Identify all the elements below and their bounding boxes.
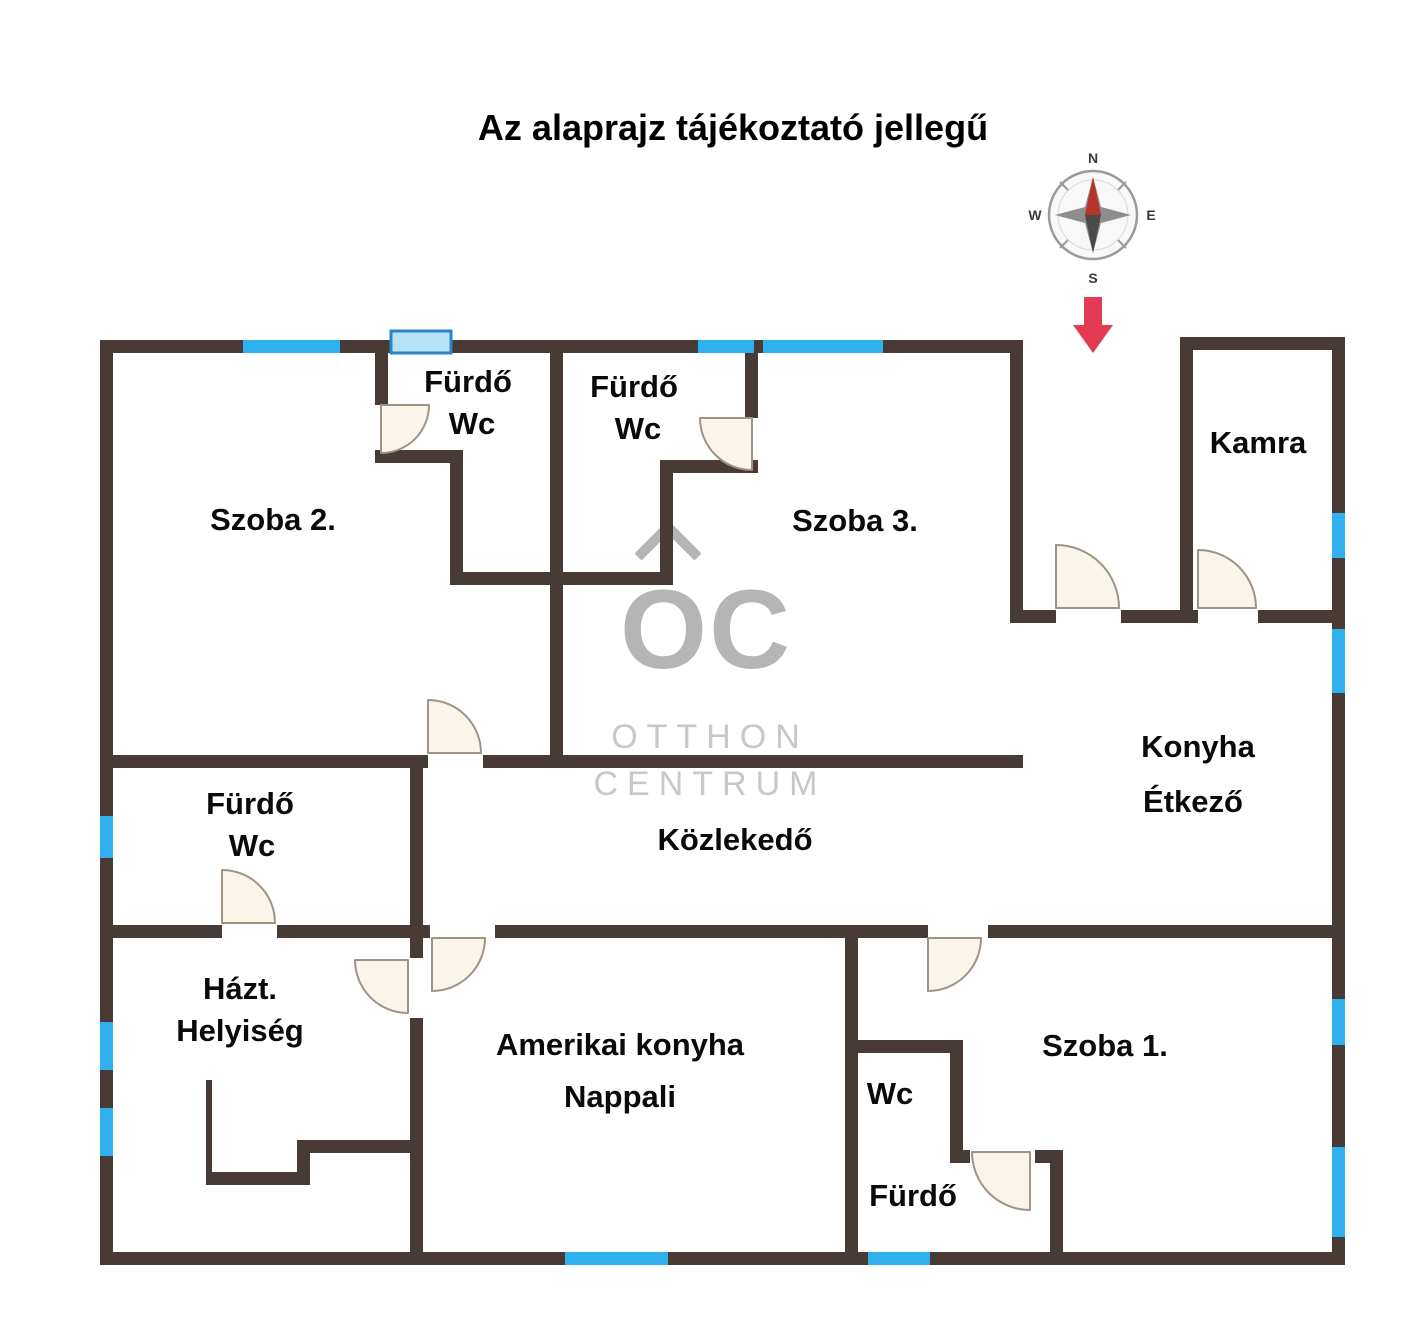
window-segment <box>1332 629 1345 693</box>
compass-tick <box>1117 181 1127 191</box>
wall-segment <box>483 755 1023 768</box>
wall-segment-thin <box>206 1080 212 1178</box>
window-segment <box>100 816 113 858</box>
entrance-arrow-icon <box>1073 297 1113 353</box>
room-label-szoba1: Szoba 1. <box>1042 1028 1168 1063</box>
wall-segment <box>100 1252 1345 1265</box>
room-label-hazt-1: Házt. <box>203 971 277 1006</box>
wall-segment <box>550 572 673 585</box>
door-arc <box>927 937 982 992</box>
room-label-furdo-bottom: Fürdő <box>869 1178 957 1213</box>
wall-segment <box>297 1140 413 1153</box>
window-segment <box>763 340 883 353</box>
room-label-kamra: Kamra <box>1210 425 1307 460</box>
window-segment <box>1332 999 1345 1045</box>
wall-segment <box>100 925 222 938</box>
doors <box>221 404 1257 1211</box>
window-segment <box>243 340 340 353</box>
window-segment <box>868 1252 930 1265</box>
room-label-furdo-top-left-1: Fürdő <box>424 364 512 399</box>
window-segment <box>100 1108 113 1156</box>
compass-e: E <box>1146 207 1155 223</box>
wall-segment <box>1010 340 1023 623</box>
wall-segment <box>1035 1150 1050 1163</box>
room-label-nappali-1: Amerikai konyha <box>496 1027 745 1062</box>
room-labels: Szoba 2. Fürdő Wc Fürdő Wc Szoba 3. Kamr… <box>176 364 1307 1213</box>
wall-segment <box>845 925 858 1265</box>
watermark-logo: OC OTTHON CENTRUM <box>594 519 827 803</box>
wall-segment <box>950 1040 963 1163</box>
door-arc <box>427 699 482 754</box>
door-arc <box>971 1151 1031 1211</box>
wall-segment <box>1180 337 1345 350</box>
wall-segment <box>1180 337 1193 623</box>
room-label-furdo-mid-1: Fürdő <box>206 786 294 821</box>
compass-tick <box>1117 239 1127 249</box>
wall-segment <box>450 572 563 585</box>
room-label-furdo-top-mid-2: Wc <box>615 411 662 446</box>
room-label-konyha-2: Étkező <box>1143 784 1243 819</box>
wall-segment <box>950 1150 970 1163</box>
wall-segment <box>1258 610 1345 623</box>
watermark-logo-text: OC <box>620 567 792 692</box>
door-arc-entrance <box>1055 544 1120 609</box>
compass-tick <box>1059 181 1069 191</box>
room-label-furdo-mid-2: Wc <box>229 828 276 863</box>
room-label-nappali-2: Nappali <box>564 1079 676 1114</box>
wall-segment <box>375 450 463 463</box>
wall-segment <box>1010 610 1056 623</box>
wall-segment <box>495 925 928 938</box>
compass-needle-north <box>1085 177 1101 215</box>
door-arc <box>1197 549 1257 609</box>
window-segment <box>1332 513 1345 558</box>
wall-segment <box>1332 337 1345 1265</box>
wall-segment <box>375 340 388 405</box>
compass-s: S <box>1088 270 1097 286</box>
compass-rose-icon: N S W E <box>1028 150 1155 286</box>
room-label-szoba3: Szoba 3. <box>792 503 918 538</box>
room-label-furdo-top-mid-1: Fürdő <box>590 369 678 404</box>
compass-w: W <box>1028 207 1042 223</box>
compass-needle-south <box>1085 215 1101 253</box>
room-label-kozlekedo: Közlekedő <box>657 822 812 857</box>
windows <box>100 329 1345 1265</box>
door-arc <box>380 404 430 454</box>
wall-segment <box>660 460 673 585</box>
page-title: Az alaprajz tájékoztató jellegű <box>478 107 988 148</box>
compass-n: N <box>1088 150 1098 166</box>
door-arc <box>221 869 276 924</box>
wall-segment <box>410 1018 423 1265</box>
room-label-szoba2: Szoba 2. <box>210 502 336 537</box>
wall-segment <box>550 340 563 768</box>
door-arc <box>431 937 486 992</box>
wall-segment <box>206 1172 310 1185</box>
room-label-furdo-top-left-2: Wc <box>449 406 496 441</box>
watermark-line2: CENTRUM <box>594 765 827 803</box>
wall-segment <box>745 340 758 418</box>
window-segment <box>1332 1147 1345 1237</box>
room-label-konyha-1: Konyha <box>1141 729 1255 764</box>
door-arc <box>354 959 409 1014</box>
window-segment <box>565 1252 668 1265</box>
compass-tick <box>1059 239 1069 249</box>
window-framed <box>389 329 453 355</box>
wall-segment <box>1180 610 1198 623</box>
room-label-hazt-2: Helyiség <box>176 1013 304 1048</box>
door-arc <box>699 417 753 471</box>
wall-segment <box>100 755 428 768</box>
window-segment <box>698 340 754 353</box>
wall-segment <box>450 450 463 585</box>
wall-segment <box>988 925 1345 938</box>
watermark-line1: OTTHON <box>611 718 809 756</box>
room-label-wc: Wc <box>867 1076 914 1111</box>
wall-segment <box>845 1040 950 1053</box>
wall-segment <box>410 755 423 958</box>
window-segment <box>100 1022 113 1070</box>
wall-segment <box>1121 610 1180 623</box>
wall-segment <box>1050 1150 1063 1265</box>
wall-segment <box>277 925 430 938</box>
